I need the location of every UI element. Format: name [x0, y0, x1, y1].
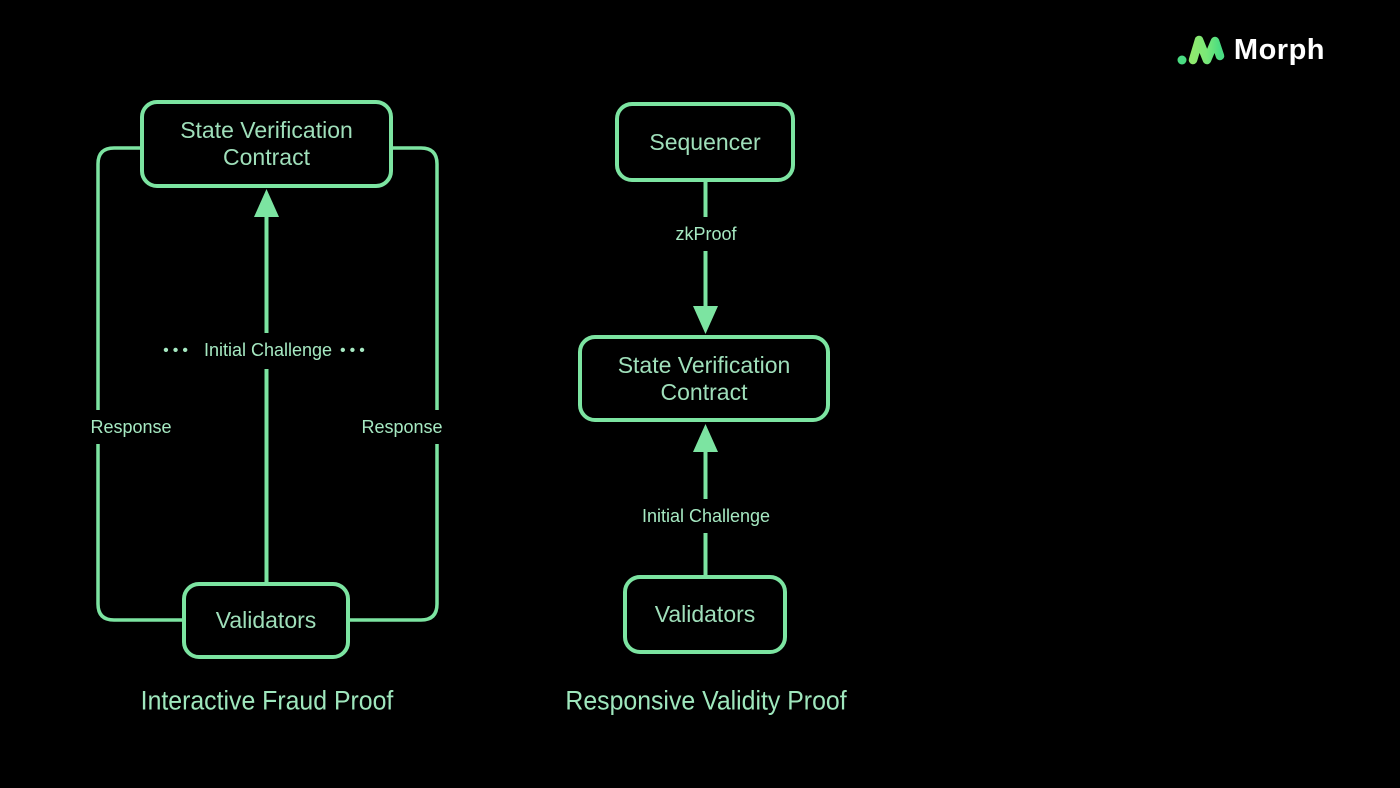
left-up-arrowhead — [254, 189, 279, 217]
right-initial-challenge-text: Initial Challenge — [641, 506, 771, 526]
left-diagram-caption: Interactive Fraud Proof — [140, 685, 394, 716]
left-state-verification-contract-box: State Verification Contract — [140, 100, 393, 188]
right-validators-box: Validators — [623, 575, 787, 654]
right-sequencer-label: Sequencer — [649, 128, 761, 155]
morph-molecule-icon — [1177, 35, 1225, 65]
left-response-text-right: Response — [361, 417, 443, 437]
right-state-verification-contract-label: State Verification Contract — [617, 351, 791, 405]
right-down-arrowhead — [693, 306, 718, 334]
right-state-verification-contract-box: State Verification Contract — [578, 335, 830, 422]
left-response-text-left: Response — [90, 417, 172, 437]
left-response-label-right: Response — [351, 410, 453, 444]
right-zkproof-label: zkProof — [665, 217, 747, 251]
right-initial-challenge-label: Initial Challenge — [631, 499, 781, 533]
left-initial-challenge-text: Initial Challenge — [203, 340, 333, 360]
left-state-verification-contract-label: State Verification Contract — [180, 117, 353, 170]
left-response-line-left — [96, 146, 182, 622]
left-dots-right: ••• — [340, 342, 369, 359]
left-initial-challenge-label: ••• Initial Challenge ••• — [153, 333, 379, 369]
brand-logo: Morph — [1176, 28, 1325, 72]
right-sequencer-box: Sequencer — [615, 102, 795, 182]
left-response-label-left: Response — [80, 410, 182, 444]
right-diagram-caption: Responsive Validity Proof — [565, 685, 847, 716]
right-up-arrowhead — [693, 424, 718, 452]
right-validators-label: Validators — [654, 601, 756, 627]
right-zkproof-text: zkProof — [675, 224, 737, 244]
left-validators-label: Validators — [215, 607, 317, 633]
left-response-line-right — [350, 146, 439, 622]
left-dots-left: ••• — [163, 342, 192, 359]
left-validators-box: Validators — [182, 582, 350, 659]
brand-wordmark: Morph — [1233, 33, 1325, 66]
